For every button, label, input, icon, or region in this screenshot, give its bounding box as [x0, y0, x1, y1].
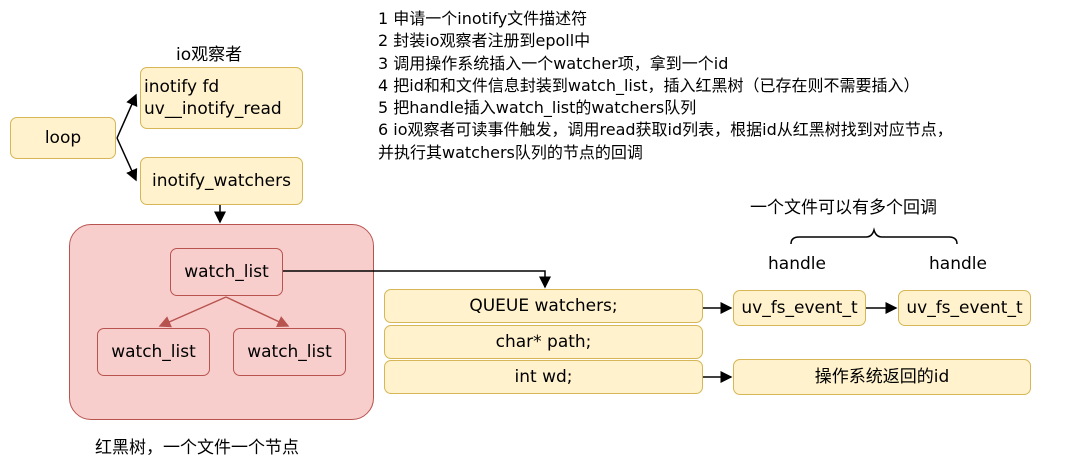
step-4: 4 把id和和文件信息封装到watch_list，插入红黑树（已存在则不需要插入… [378, 75, 920, 95]
step-6-cont: 并执行其watchers队列的节点的回调 [378, 142, 643, 162]
io-field-read: uv__inotify_read [144, 99, 282, 119]
tree-root-node: watch_list [170, 248, 283, 296]
step-6: 6 io观察者可读事件触发，调用read获取id列表，根据id从红黑树找到对应节… [378, 120, 953, 140]
arrow-root-to-left [158, 296, 227, 328]
os-id-label: 操作系统返回的id [814, 367, 950, 387]
tree-root-label: watch_list [184, 262, 269, 282]
io-field-fd: inotify fd [144, 77, 220, 97]
struct-wd-label: int wd; [514, 367, 573, 387]
inotify-watchers-node: inotify_watchers [140, 157, 303, 205]
step-2: 2 封装io观察者注册到epoll中 [378, 31, 591, 51]
tree-caption: 红黑树，一个文件一个节点 [95, 438, 299, 458]
arrow-loop-to-watchers [116, 137, 138, 182]
callbacks-title: 一个文件可以有多个回调 [750, 198, 937, 218]
event-node-2-label: uv_fs_event_t [906, 298, 1023, 318]
struct-queue-label: QUEUE watchers; [469, 296, 618, 316]
steps-list: 1 申请一个inotify文件描述符 2 封装io观察者注册到epoll中 3 … [378, 8, 953, 164]
loop-node: loop [10, 117, 116, 159]
os-id-node: 操作系统返回的id [733, 359, 1031, 395]
loop-label: loop [44, 128, 82, 148]
curly-brace [790, 227, 958, 245]
struct-queue-field: QUEUE watchers; [384, 289, 703, 323]
struct-path-field: char* path; [384, 325, 703, 359]
tree-left-label: watch_list [111, 342, 196, 362]
struct-wd-field: int wd; [384, 360, 703, 394]
event-node-1: uv_fs_event_t [733, 290, 866, 326]
step-1: 1 申请一个inotify文件描述符 [378, 9, 588, 28]
tree-right-label: watch_list [247, 342, 332, 362]
io-watcher-node: inotify fd uv__inotify_read [140, 67, 303, 129]
tree-left-node: watch_list [97, 328, 210, 376]
event-node-2: uv_fs_event_t [898, 290, 1031, 326]
tree-right-node: watch_list [233, 328, 346, 376]
event-node-1-label: uv_fs_event_t [741, 298, 858, 318]
inotify-watchers-label: inotify_watchers [152, 171, 291, 191]
handle-label-2: handle [929, 254, 987, 274]
step-5: 5 把handle插入watch_list的watchers队列 [378, 98, 697, 118]
struct-path-label: char* path; [495, 332, 592, 352]
io-watcher-title: io观察者 [176, 45, 243, 65]
arrow-root-to-struct [283, 270, 551, 289]
step-3: 3 调用操作系统插入一个watcher项，拿到一个id [378, 53, 729, 73]
arrow-loop-to-io [116, 93, 138, 139]
handle-label-1: handle [768, 254, 826, 274]
arrow-root-to-right [225, 296, 290, 327]
